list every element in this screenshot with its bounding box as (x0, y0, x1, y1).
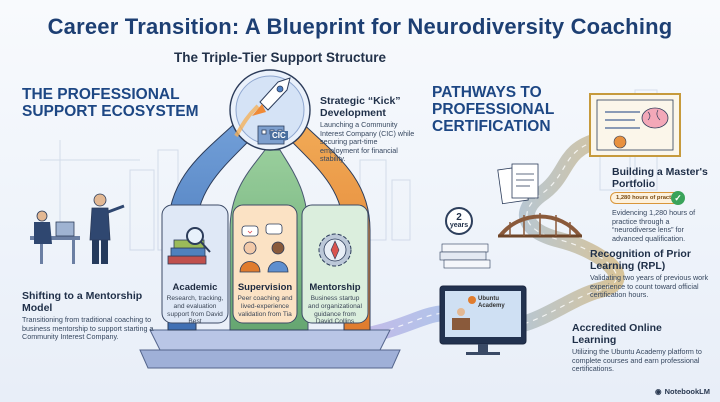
page-subtitle: The Triple-Tier Support Structure (173, 50, 387, 65)
pillar-pedestal (139, 329, 401, 369)
notebooklm-logo: ◉ NotebookLM (655, 387, 710, 396)
kick-text: Launching a Community Interest Company (… (320, 120, 415, 164)
monitor-icon (439, 285, 527, 355)
notebooklm-logo-text: NotebookLM (664, 387, 710, 396)
kick-title: Strategic “Kick” Development (320, 95, 401, 119)
documents-icon (497, 163, 539, 205)
hours-badge: 1,280 hours of practice ✓ (610, 191, 685, 205)
speech-bubble-icon (241, 223, 283, 237)
pillar-academic-title: Academic (172, 282, 218, 293)
years-word: years (449, 222, 469, 229)
pillar-mentorship-text: Business startup and organizational guid… (308, 295, 362, 326)
brain-icon (641, 107, 669, 129)
coaching-people-icon (239, 241, 289, 273)
notebooklm-icon: ◉ (655, 387, 662, 396)
pillar-supervision-text: Peer coaching and lived-experience valid… (237, 295, 293, 318)
portfolio-title: Building a Master's Portfolio (612, 166, 708, 190)
years-number: 2 (456, 212, 462, 223)
pillar-mentorship-title: Mentorship (309, 282, 361, 293)
books-icon (167, 239, 207, 265)
pillar-academic-text: Research, tracking, and evaluation suppo… (166, 295, 224, 326)
two-years-badge: 2 years (445, 207, 473, 235)
page-title: Career Transition: A Blueprint for Neuro… (47, 14, 673, 39)
mentorship-shift-text: Transitioning from traditional coaching … (22, 315, 154, 342)
left-section-heading: THE PROFESSIONAL SUPPORT ECOSYSTEM (22, 86, 199, 120)
right-section-heading: PATHWAYS TO PROFESSIONAL CERTIFICATION (432, 84, 555, 135)
mentorship-shift-title: Shifting to a Mentorship Model (22, 290, 143, 314)
rocket-icon (234, 77, 291, 138)
ubuntu-academy-screen-label: Ubuntu Academy (478, 296, 505, 309)
rpl-text: Validating two years of previous work ex… (590, 273, 709, 300)
cic-label: CIC (270, 131, 288, 140)
online-title: Accredited Online Learning (572, 322, 662, 346)
compass-icon (330, 240, 340, 260)
online-text: Utilizing the Ubuntu Academy platform to… (572, 347, 702, 374)
magnifier-icon (186, 227, 211, 253)
desk-worker-figure (30, 210, 80, 264)
mentor-figure (89, 193, 125, 264)
bridge-icon (498, 213, 582, 238)
portfolio-text: Evidencing 1,280 hours of practice throu… (612, 208, 696, 243)
paper-stack-icon (439, 243, 491, 269)
rpl-title: Recognition of Prior Learning (RPL) (590, 248, 691, 272)
pillar-supervision-title: Supervision (237, 282, 293, 293)
hours-badge-text: 1,280 hours of practice (616, 195, 680, 201)
check-icon: ✓ (671, 191, 685, 205)
certificate-icon (589, 93, 681, 157)
rocket-medallion (229, 69, 311, 151)
